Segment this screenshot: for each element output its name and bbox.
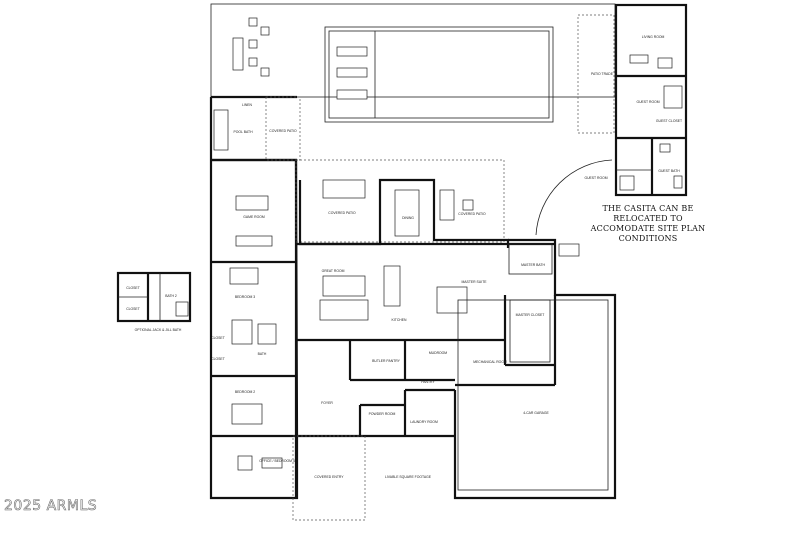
game-room-label: GAME ROOM [243,215,265,219]
linen-label: LINEN [242,103,253,107]
master-suite-label: MASTER SUITE [461,280,487,284]
covered-patio-3-label: COVERED PATIO [458,212,486,216]
optional-bath [116,271,192,323]
garage-label: 4-CAR GARAGE [523,411,549,415]
mudroom-label: MUDROOM [429,351,447,355]
dining-label: DINING [402,216,414,220]
bath-2-label: BATH 2 [165,294,177,298]
covered-patio-1-label: COVERED PATIO [269,129,297,133]
living-room-label: LIVING ROOM [642,35,665,39]
patio-trade-area: PATIO TRADE [577,14,615,134]
kitchen-label: KITCHEN [392,318,407,322]
pool [324,26,554,123]
casita-note-line-4: CONDITIONS [618,234,678,243]
guest-room-sq-label: GUEST ROOM [584,176,607,180]
covered-patio-2-label: COVERED PATIO [328,211,356,215]
great-room-label: GREAT ROOM [322,269,345,273]
butler-pantry-label: BUTLER PANTRY [372,359,400,363]
powder-label: POWDER ROOM [369,412,396,416]
bedroom-3-label: BEDROOM 3 [235,295,255,299]
closet-c-label: CLOSET [126,286,140,290]
main-house [209,95,617,521]
guest-bath-label: GUEST BATH [658,169,680,173]
master-closet-label: MASTER CLOSET [516,313,545,317]
optional-bath-label: OPTIONAL JACK & JILL BATH [135,328,182,332]
patio-trade-label: PATIO TRADE [591,72,614,76]
casita: LIVING ROOM GUEST ROOM GUEST CLOSET GUES… [535,3,688,236]
closet-b-label: CLOSET [211,357,225,361]
mechanical-label: MECHANICAL ROOM [473,360,507,364]
livable-label: LIVABLE SQUARE FOOTAGE [385,475,432,479]
casita-note: THE CASITA CAN BE RELOCATED TO ACCOMODAT… [588,204,708,244]
office-label: OFFICE / BEDROOM 4 [259,459,295,463]
watermark: 2025 ARMLS [4,498,98,515]
pantry-label: PANTRY [421,380,435,384]
guest-room-casita-label: GUEST ROOM [636,100,659,104]
covered-entry-label: COVERED ENTRY [314,475,344,479]
foyer-label: FOYER [321,401,333,405]
master-bath-label: MASTER BATH [521,263,545,267]
closet-d-label: CLOSET [126,307,140,311]
guest-closet-label: GUEST CLOSET [656,119,682,123]
room-labels: POOL BATH LINEN COVERED PATIO GAME ROOM … [126,103,549,479]
pool-area [210,3,616,123]
laundry-label: LAUNDRY ROOM [410,420,438,424]
casita-note-line-1: THE CASITA CAN BE [602,204,694,213]
casita-note-line-2: RELOCATED TO [613,214,683,223]
pool-bath-label: POOL BATH [233,130,253,134]
casita-note-line-3: ACCOMODATE SITE PLAN [590,224,706,233]
bath-label: BATH [258,352,267,356]
closet-a-label: CLOSET [211,336,225,340]
bedroom-2-label: BEDROOM 2 [235,390,255,394]
